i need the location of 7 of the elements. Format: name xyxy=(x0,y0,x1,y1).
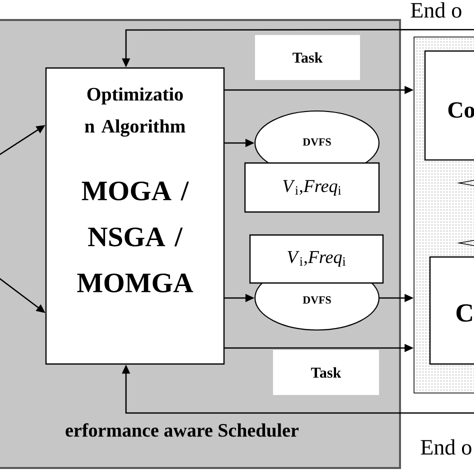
edge-label: Task xyxy=(255,35,360,80)
parameter-box: V$_{i}$,Freq$_{i}$ xyxy=(249,234,384,284)
algorithm-box: Optimizatio n Algorithm MOGA / NSGA / MOMGA xyxy=(45,67,225,365)
parameter-box: V$_{i}$,Freq$_{i}$ xyxy=(244,162,380,213)
core-box: C xyxy=(429,256,474,365)
edge-label: Task xyxy=(273,350,379,395)
core-box: Co xyxy=(424,50,474,161)
